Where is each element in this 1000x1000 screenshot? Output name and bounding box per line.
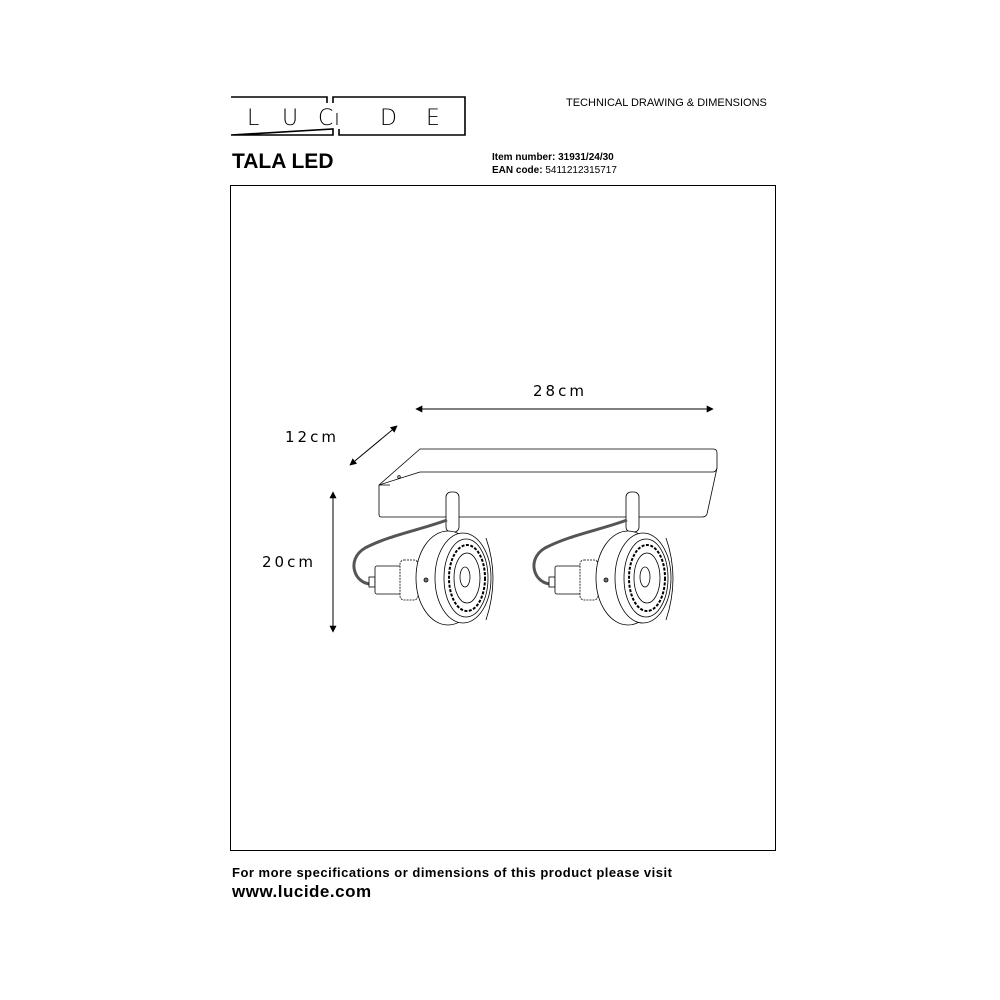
item-number-label: Item number: bbox=[492, 152, 556, 163]
svg-text:E: E bbox=[426, 106, 440, 131]
depth-dimension-line bbox=[349, 425, 398, 466]
ean-label: EAN code: bbox=[492, 165, 543, 176]
product-name: TALA LED bbox=[232, 150, 334, 173]
svg-text:L: L bbox=[247, 106, 259, 131]
product-meta: Item number: 31931/24/30 EAN code: 54112… bbox=[492, 151, 617, 177]
width-label: 28cm bbox=[533, 382, 587, 400]
spotlight-left bbox=[352, 491, 494, 626]
depth-label: 12cm bbox=[285, 428, 339, 446]
svg-text:ı: ı bbox=[334, 106, 340, 131]
svg-text:C: C bbox=[318, 106, 333, 131]
ceiling-plate bbox=[378, 448, 718, 518]
svg-text:U: U bbox=[282, 106, 298, 131]
item-number: 31931/24/30 bbox=[558, 152, 614, 163]
ean-code: 5411212315717 bbox=[545, 165, 617, 176]
footer-note: For more specifications or dimensions of… bbox=[232, 865, 673, 880]
technical-drawing: 28cm 12cm 20cm bbox=[262, 382, 718, 633]
document-subtitle: TECHNICAL DRAWING & DIMENSIONS bbox=[566, 97, 767, 109]
drawing-frame bbox=[230, 185, 776, 851]
svg-text:D: D bbox=[380, 106, 397, 131]
height-label: 20cm bbox=[262, 553, 316, 571]
footer-url-link[interactable]: www.lucide.com bbox=[232, 882, 372, 901]
